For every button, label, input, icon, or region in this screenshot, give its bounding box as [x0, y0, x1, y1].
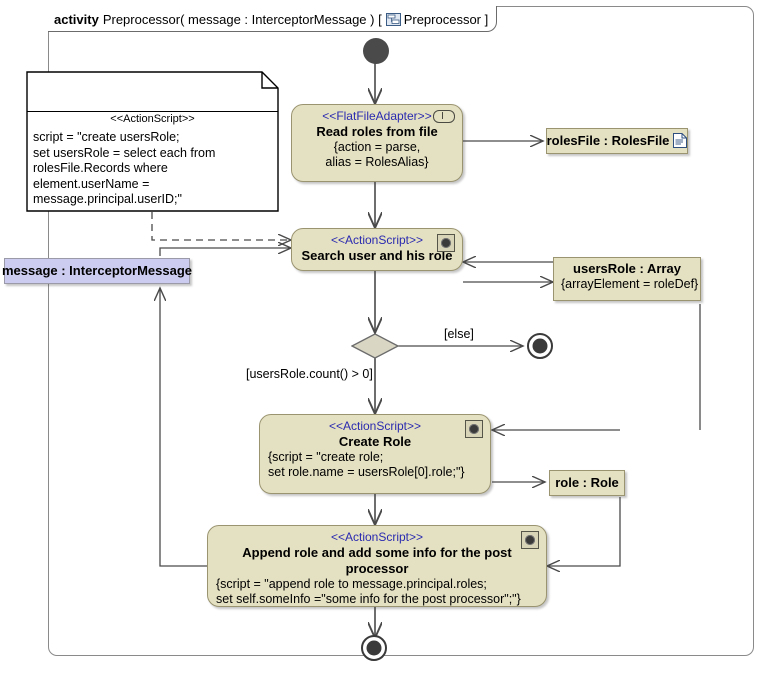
- guard-else: [else]: [444, 327, 474, 341]
- stereotype-label: <<FlatFileAdapter>>: [322, 109, 432, 123]
- action-create-role[interactable]: <<ActionScript>> Create Role {script = "…: [259, 414, 491, 494]
- object-node-roles-file[interactable]: rolesFile : RolesFile: [546, 128, 688, 154]
- stereotype-label: <<ActionScript>>: [330, 530, 424, 544]
- action-name: Search user and his role: [301, 248, 453, 263]
- note-divider: [27, 111, 278, 112]
- activity-keyword: activity: [54, 11, 99, 27]
- action-read-roles-from-file[interactable]: <<FlatFileAdapter>> Read roles from file…: [291, 104, 463, 182]
- action-body-line: set self.someInfo ="some info for the po…: [216, 592, 521, 606]
- pin-icon: [433, 110, 455, 123]
- class-diagram-icon: [385, 12, 401, 26]
- action-append-role[interactable]: <<ActionScript>> Append role and add som…: [207, 525, 547, 607]
- activity-frame-label: activity Preprocessor( message : Interce…: [48, 6, 498, 32]
- note-stereotype: <<ActionScript>>: [110, 113, 195, 125]
- guard-users-role-count: [usersRole.count() > 0]: [246, 367, 373, 381]
- note-line: rolesFile.Records where: [33, 161, 168, 176]
- note-text: script = "create usersRole; set usersRol…: [33, 130, 271, 208]
- object-node-label: rolesFile : RolesFile: [546, 132, 670, 148]
- action-name: Read roles from file: [316, 124, 438, 139]
- action-body-line: set role.name = usersRole[0].role;"}: [268, 465, 465, 479]
- object-node-label: message : InterceptorMessage: [1, 262, 193, 278]
- activity-signature: Preprocessor( message : InterceptorMessa…: [102, 11, 382, 27]
- initial-node[interactable]: [360, 36, 389, 64]
- note-line: set usersRole = select each from: [33, 145, 216, 160]
- stereotype-label: <<ActionScript>>: [328, 419, 422, 433]
- stereotype-label: <<ActionScript>>: [330, 233, 424, 247]
- activity-owner: Preprocessor ]: [403, 11, 489, 27]
- action-name: Create Role: [338, 434, 412, 449]
- note-line: script = "create usersRole;: [33, 130, 180, 144]
- action-body-line: {script = "create role;: [268, 450, 384, 464]
- object-node-message[interactable]: message : InterceptorMessage: [1, 258, 193, 284]
- note-line: element.userName =: [33, 176, 150, 191]
- action-body-line: {action = parse,: [333, 140, 421, 154]
- decision-diamond[interactable]: [350, 333, 400, 359]
- action-search-user-and-his-role[interactable]: <<ActionScript>> Search user and his rol…: [291, 228, 463, 271]
- gear-icon: [465, 420, 483, 438]
- action-body-line: {script = "append role to message.princi…: [216, 577, 487, 591]
- gear-icon: [521, 531, 539, 549]
- object-node-role[interactable]: role : Role: [549, 470, 625, 496]
- object-node-label: usersRole : Array: [573, 261, 681, 276]
- object-node-label: role : Role: [555, 474, 619, 490]
- action-script-note: <<ActionScript>> script = "create usersR…: [26, 71, 279, 212]
- action-name: Append role and add some info for the po…: [242, 545, 512, 576]
- object-node-body: {arrayElement = roleDef}: [561, 277, 699, 291]
- document-icon: [673, 133, 688, 148]
- activity-final-node-else[interactable]: [526, 332, 556, 362]
- object-node-users-role[interactable]: usersRole : Array {arrayElement = roleDe…: [553, 257, 701, 301]
- activity-final-node[interactable]: [360, 634, 390, 664]
- gear-icon: [437, 234, 455, 252]
- action-body-line: alias = RolesAlias}: [325, 155, 429, 169]
- note-line: message.principal.userID;": [33, 192, 182, 207]
